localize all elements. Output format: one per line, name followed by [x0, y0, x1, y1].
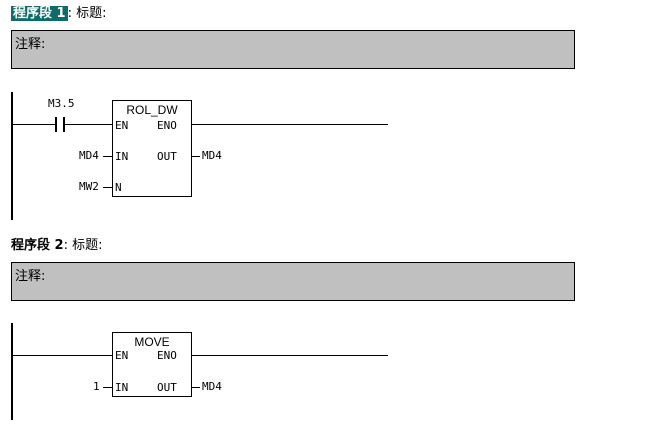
rol-dw-out-operand[interactable]: MD4 [202, 149, 222, 162]
rol-dw-in-wire [103, 156, 112, 157]
network-1-title[interactable]: : 标题: [67, 6, 107, 21]
move-en-pin: EN [115, 349, 129, 362]
contact-address[interactable]: M3.5 [48, 97, 75, 110]
network-1-rung-wire-mid [65, 124, 112, 125]
rol-dw-block-name: ROL_DW [126, 103, 178, 117]
move-eno-pin: ENO [157, 349, 177, 362]
contact-left-bar [55, 117, 57, 132]
move-in-wire [103, 387, 112, 388]
network-2-header[interactable]: 程序段 2: 标题: [11, 238, 102, 254]
network-2-eno-wire [192, 355, 388, 356]
network-2-comment[interactable]: 注释: [11, 262, 575, 301]
network-1-comment-label: 注释: [15, 37, 46, 52]
rol-dw-en-pin: EN [115, 119, 129, 132]
network-1-eno-wire [192, 124, 388, 125]
network-2-label[interactable]: 程序段 2 [11, 238, 64, 253]
network-2-rung-wire [13, 355, 112, 356]
network-1-comment[interactable]: 注释: [11, 30, 575, 69]
rol-dw-out-pin: OUT [157, 150, 177, 163]
move-out-wire [192, 387, 200, 388]
rol-dw-eno-pin: ENO [157, 119, 177, 132]
network-2-power-rail [11, 323, 13, 420]
rol-dw-n-operand[interactable]: MW2 [79, 180, 99, 193]
rol-dw-n-pin: N [115, 181, 122, 194]
rol-dw-in-operand[interactable]: MD4 [79, 149, 99, 162]
rol-dw-in-pin: IN [115, 150, 129, 163]
rol-dw-out-wire [192, 156, 200, 157]
network-1-power-rail [11, 92, 13, 220]
move-out-pin: OUT [157, 381, 177, 394]
network-1-rung-wire-left [13, 124, 55, 125]
move-in-pin: IN [115, 381, 129, 394]
rol-dw-n-wire [103, 187, 112, 188]
network-1-label[interactable]: 程序段 1 [11, 6, 68, 21]
move-out-operand[interactable]: MD4 [202, 380, 222, 393]
network-2-title[interactable]: : 标题: [63, 238, 103, 253]
move-block-name: MOVE [134, 335, 170, 349]
network-2-comment-label: 注释: [15, 269, 46, 284]
contact-right-bar [63, 117, 65, 132]
rol-dw-block[interactable]: ROL_DW EN ENO IN OUT N [112, 100, 192, 197]
network-1-header[interactable]: 程序段 1: 标题: [11, 6, 106, 22]
move-in-operand[interactable]: 1 [93, 380, 100, 393]
move-block[interactable]: MOVE EN ENO IN OUT [112, 332, 192, 397]
